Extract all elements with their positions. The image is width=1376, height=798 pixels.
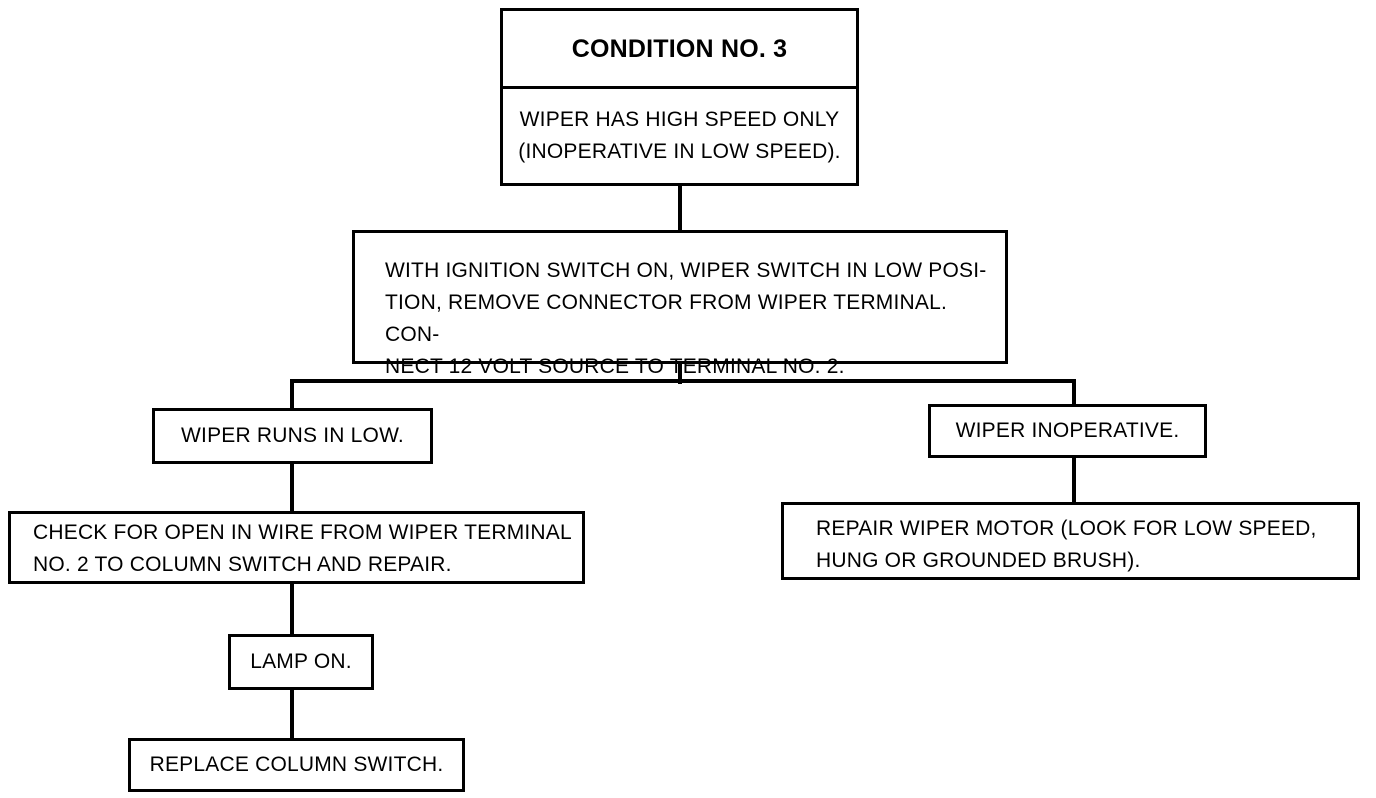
- connector-branch-horizontal: [290, 379, 1076, 383]
- test-step-box: WITH IGNITION SWITCH ON, WIPER SWITCH IN…: [352, 230, 1008, 378]
- action-repair-motor-box: REPAIR WIPER MOTOR (LOOK FOR LOW SPEED, …: [781, 502, 1360, 580]
- result-wiper-inoperative-box: WIPER INOPERATIVE.: [928, 404, 1207, 458]
- connector-left-result-to-action: [290, 462, 294, 514]
- action-repair-motor: REPAIR WIPER MOTOR (LOOK FOR LOW SPEED, …: [816, 517, 1317, 572]
- result-lamp-on-box: LAMP ON.: [228, 634, 374, 690]
- action-replace-switch: REPLACE COLUMN SWITCH.: [149, 753, 444, 776]
- connector-left-down: [290, 379, 294, 411]
- action-replace-switch-box: REPLACE COLUMN SWITCH.: [128, 738, 465, 792]
- result-wiper-runs-low: WIPER RUNS IN LOW.: [181, 424, 404, 447]
- test-step-text: WITH IGNITION SWITCH ON, WIPER SWITCH IN…: [385, 259, 987, 378]
- condition-description-box: WIPER HAS HIGH SPEED ONLY (INOPERATIVE I…: [500, 86, 859, 186]
- connector-title-to-test: [678, 184, 682, 232]
- action-check-wire-box: CHECK FOR OPEN IN WIRE FROM WIPER TERMIN…: [8, 511, 585, 584]
- connector-test-down: [678, 362, 682, 384]
- condition-title: CONDITION NO. 3: [571, 34, 788, 63]
- result-wiper-inoperative: WIPER INOPERATIVE.: [955, 419, 1180, 442]
- result-wiper-runs-low-box: WIPER RUNS IN LOW.: [152, 408, 433, 464]
- connector-lamp-to-replace: [290, 688, 294, 740]
- result-lamp-on: LAMP ON.: [250, 650, 352, 673]
- connector-action-to-lamp: [290, 582, 294, 636]
- condition-description: WIPER HAS HIGH SPEED ONLY (INOPERATIVE I…: [518, 108, 841, 163]
- connector-right-result-to-action: [1072, 456, 1076, 504]
- connector-right-down: [1072, 379, 1076, 407]
- condition-title-box: CONDITION NO. 3: [500, 8, 859, 89]
- action-check-wire: CHECK FOR OPEN IN WIRE FROM WIPER TERMIN…: [33, 521, 572, 576]
